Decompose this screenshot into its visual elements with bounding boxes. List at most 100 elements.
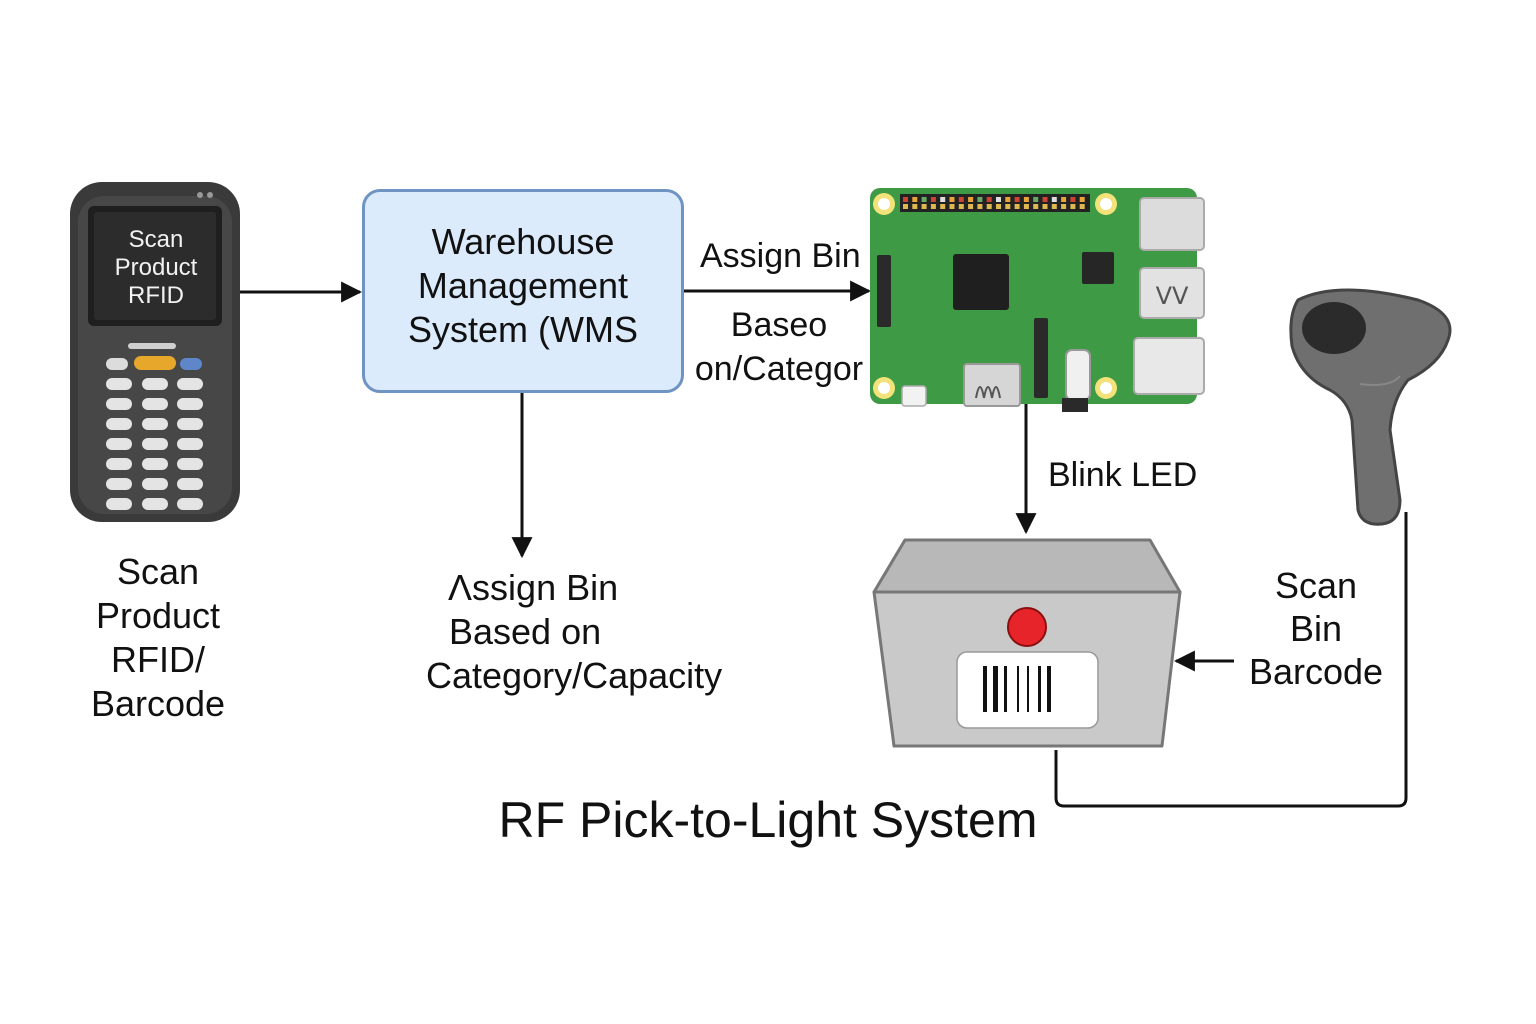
keypad-key [177, 398, 203, 410]
barcode-bar [1038, 666, 1041, 712]
gpio-pin [1051, 197, 1057, 202]
gpio-pin [986, 204, 992, 209]
gpio-pin [958, 197, 964, 202]
scanner-caption: Scan Product RFID/ Barcode [68, 550, 248, 726]
storage-bin-icon [872, 538, 1182, 748]
keypad-key [142, 418, 168, 430]
diagram-title: RF Pick-to-Light System [498, 792, 1038, 848]
keypad-key [142, 438, 168, 450]
barcode-caption-line: Barcode [1248, 651, 1384, 693]
scanner-screen-line: RFID [128, 282, 184, 310]
gpio-pin [977, 204, 983, 209]
keypad-key [142, 498, 168, 510]
gpio-pin [1079, 204, 1085, 209]
scanner-keypad [106, 378, 203, 510]
wms-label-line: Management [417, 264, 629, 306]
keypad-key [106, 438, 132, 450]
edge-label-assign-bin: Assign Bin [700, 237, 861, 275]
edge-sublabel-line: on/Categor [694, 349, 864, 388]
edge-label-blink-led: Blink LED [1048, 456, 1198, 494]
scanner-cable [1054, 512, 1408, 808]
edge-label-line: Ʌssign Bin [448, 567, 619, 608]
gpio-pin [1005, 197, 1011, 202]
gpio-pin [968, 197, 974, 202]
gpio-pin [1070, 197, 1076, 202]
keypad-key [106, 398, 132, 410]
wms-box [362, 189, 684, 393]
keypad-key [106, 498, 132, 510]
scanner-caption-line: Product [95, 594, 221, 636]
keypad-key [177, 498, 203, 510]
keypad-key [177, 418, 203, 430]
barcode-bar [1017, 666, 1019, 712]
barcode-scanner-caption: Scan Bin Barcode [1236, 564, 1396, 694]
gpio-pin [949, 197, 955, 202]
keypad-key [106, 418, 132, 430]
gpio-pin [996, 204, 1001, 209]
keypad-key [177, 478, 203, 490]
gpio-pin [1014, 197, 1020, 202]
gpio-pin [1023, 204, 1029, 209]
keypad-key [142, 398, 168, 410]
scanner-screen-line: Product [114, 254, 198, 282]
gpio-pin [921, 197, 927, 202]
gpio-pin [903, 204, 908, 209]
edge-label-assign-bin-category: Ʌssign Bin Based on Category/Capacity [420, 566, 750, 698]
barcode-bar [1047, 666, 1051, 712]
barcode-icon [983, 666, 1051, 712]
gpio-pin [1070, 204, 1076, 209]
keypad-key [142, 478, 168, 490]
scanner-screen-text: Scan Product RFID [88, 226, 224, 310]
edge-label-line: Based on [449, 610, 602, 652]
scanner-screen-line: Scan [128, 226, 184, 253]
gpio-pin [958, 204, 964, 209]
wms-label-line: Warehouse [431, 221, 615, 262]
gpio-pin [1061, 197, 1067, 202]
edge-label-line: Category/Capacity [426, 654, 723, 696]
gpio-pin [912, 204, 918, 209]
gpio-pin [1005, 204, 1011, 209]
keypad-key [177, 438, 203, 450]
svg-text:VV: VV [1156, 282, 1189, 310]
gpio-pin [940, 197, 946, 202]
gpio-pin [930, 197, 936, 202]
gpio-pin [921, 204, 927, 209]
gpio-pin [1061, 204, 1067, 209]
gpio-pin [930, 204, 936, 209]
barcode-bar [1027, 666, 1029, 712]
edge-sublabel-based-on: Baseo on/Categor [690, 304, 868, 391]
gpio-pin [1033, 197, 1039, 202]
barcode-bar [993, 666, 998, 712]
scanner-caption-line: Barcode [90, 682, 226, 724]
gpio-pin [903, 197, 908, 202]
edge-sublabel-line: Baseo [730, 306, 828, 344]
scanner-caption-line: RFID/ [111, 638, 205, 680]
keypad-key [106, 478, 132, 490]
scanner-caption-line: Scan [116, 551, 200, 592]
keypad-key [177, 378, 203, 390]
barcode-caption-line: Bin [1289, 608, 1343, 650]
gpio-pin [1014, 204, 1020, 209]
gpio-pin [996, 197, 1001, 202]
raspberry-pi-board-icon: VV [870, 188, 1205, 412]
gpio-pin [1033, 204, 1039, 209]
keypad-key [142, 458, 168, 470]
keypad-key [142, 378, 168, 390]
gpio-pin [977, 197, 983, 202]
wms-label-line: System (WMS [408, 308, 638, 350]
gpio-pin [968, 204, 974, 209]
gpio-pin [949, 204, 955, 209]
handheld-rfid-scanner-icon [70, 182, 240, 522]
keypad-key [106, 458, 132, 470]
gpio-pin [986, 197, 992, 202]
gpio-pin [1023, 197, 1029, 202]
gpio-pin [1051, 204, 1057, 209]
led-indicator [1007, 607, 1047, 647]
barcode-bar [1004, 666, 1007, 712]
wms-label: Warehouse Management System (WMS [362, 220, 684, 352]
gpio-pin [1079, 197, 1085, 202]
gpio-pin [912, 197, 918, 202]
barcode-bar [983, 666, 987, 712]
keypad-key [177, 458, 203, 470]
